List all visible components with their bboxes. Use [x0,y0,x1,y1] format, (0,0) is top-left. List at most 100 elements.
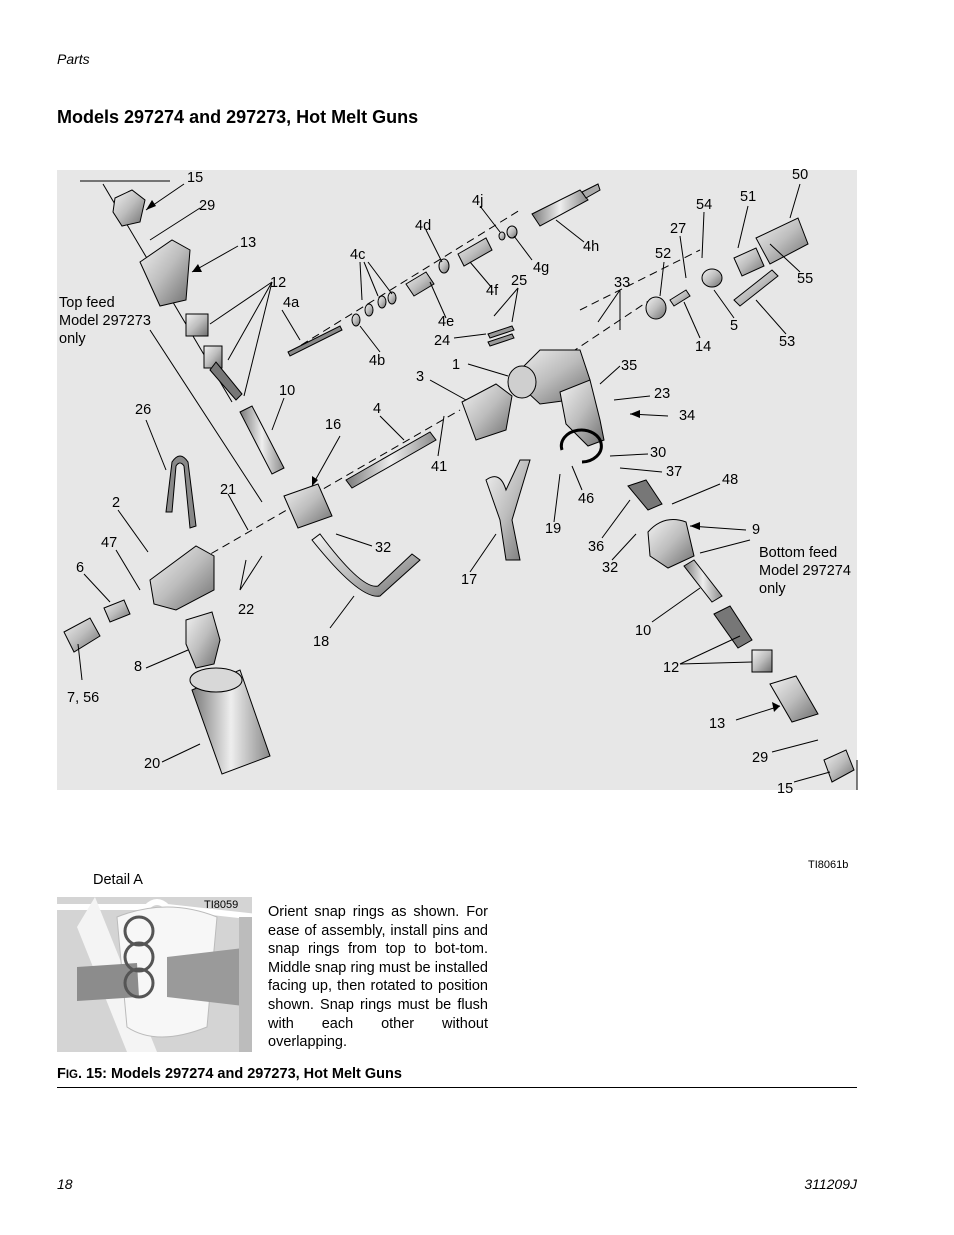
callout-37: 37 [666,464,683,480]
callout-21: 21 [220,482,237,498]
callout-4h: 4h [583,239,600,255]
callout-22: 22 [238,602,255,618]
part-16-cylinder [283,483,333,529]
callout-32b: 32 [602,560,619,576]
callout-48: 48 [722,472,739,488]
caption-divider [57,1087,857,1088]
callout-47: 47 [101,535,118,551]
callout-9: 9 [752,522,761,538]
part-26-bracket [165,455,197,529]
callout-16: 16 [325,417,342,433]
callout-24: 24 [434,333,451,349]
callout-35: 35 [621,358,638,374]
page-number: 18 [57,1176,73,1192]
callout-29: 29 [199,198,216,214]
callout-14: 14 [695,339,712,355]
right-top-assembly [645,217,809,320]
part-8-fitting [185,611,221,669]
callout-33: 33 [614,275,631,291]
bottom-feed-bracket [699,539,858,790]
part-3-body [461,383,513,441]
part-4a-rod [287,325,343,357]
callout-50: 50 [792,167,809,183]
part-13-adapter [139,239,191,307]
callout-51: 51 [740,189,757,205]
callout-13b: 13 [709,716,726,732]
part-10-tube [239,405,285,475]
callout-23: 23 [654,386,671,402]
callout-29b: 29 [752,750,769,766]
part-36-spring [627,479,663,511]
part-18-hose [311,533,421,597]
part-15b-connector [823,749,855,783]
callout-4j: 4j [472,193,484,209]
figure-caption: FIG. 15: Models 297274 and 297273, Hot M… [57,1066,402,1082]
callout-4c: 4c [350,247,366,263]
callout-54: 54 [696,197,713,213]
part-1-gun-body [507,349,605,447]
callout-12b: 12 [663,660,680,676]
page-title: Models 297274 and 297273, Hot Melt Guns [57,107,419,127]
callout-17: 17 [461,572,478,588]
callout-4e: 4e [438,314,455,330]
part-7-fitting [63,599,131,653]
callout-53: 53 [779,334,796,350]
callout-19: 19 [545,521,562,537]
bottom-feed-note: Bottom feed Model 297274 only [759,545,851,597]
callout-34: 34 [679,408,696,424]
callout-2: 2 [112,495,121,511]
callout-32: 32 [375,540,392,556]
caption-prefix-big: F [57,1066,66,1082]
callout-20: 20 [144,756,161,772]
callout-4d: 4d [415,218,432,234]
section-label: Parts [57,51,90,67]
part-4h-rod [531,189,589,227]
part-12-fitting [185,313,209,337]
callout-52: 52 [655,246,672,262]
callout-15: 15 [187,170,204,186]
detail-a-image: TI8059 [57,897,252,1052]
callout-12: 12 [270,275,287,291]
callout-10: 10 [279,383,296,399]
detail-note: Orient snap rings as shown. For ease of … [268,904,488,1051]
small-parts-4b-4g [351,225,518,327]
part-4-rod [345,431,437,489]
callout-10b: 10 [635,623,652,639]
callout-15b: 15 [777,781,794,797]
callout-36: 36 [588,539,605,555]
part-9-dome [647,519,695,569]
callout-4b: 4b [369,353,386,369]
document-number: 311209J [804,1176,857,1192]
callout-4: 4 [373,401,382,417]
callout-8: 8 [134,659,143,675]
callout-55: 55 [797,271,814,287]
callout-3: 3 [416,369,425,385]
callout-30: 30 [650,445,667,461]
image-id-main: TI8061b [808,859,849,871]
part-12b-fitting [713,605,753,649]
callout-18: 18 [313,634,330,650]
callout-6: 6 [76,560,85,576]
callout-27: 27 [670,221,687,237]
callout-1: 1 [452,357,461,373]
leader-arrowheads [146,200,780,712]
part-20-sleeve [189,667,271,775]
detail-title: Detail A [93,872,143,888]
callout-4f: 4f [486,283,499,299]
callout-13: 13 [240,235,257,251]
callout-5: 5 [730,318,739,334]
image-id-detail: TI8059 [204,899,239,911]
callout-41: 41 [431,459,448,475]
callout-4a: 4a [283,295,300,311]
callout-4g: 4g [533,260,550,276]
part-10b-tube [683,559,723,603]
part-15-connector [112,189,146,227]
part-19-snap-ring [559,428,603,464]
caption-text: . 15: Models 297274 and 297273, Hot Melt… [78,1066,402,1082]
callout-26: 26 [135,402,152,418]
top-feed-note: Top feed Model 297273 only [59,295,151,347]
part-13b-adapter [769,675,819,723]
part-24-pins [487,325,515,347]
part-53-strap [733,269,779,307]
